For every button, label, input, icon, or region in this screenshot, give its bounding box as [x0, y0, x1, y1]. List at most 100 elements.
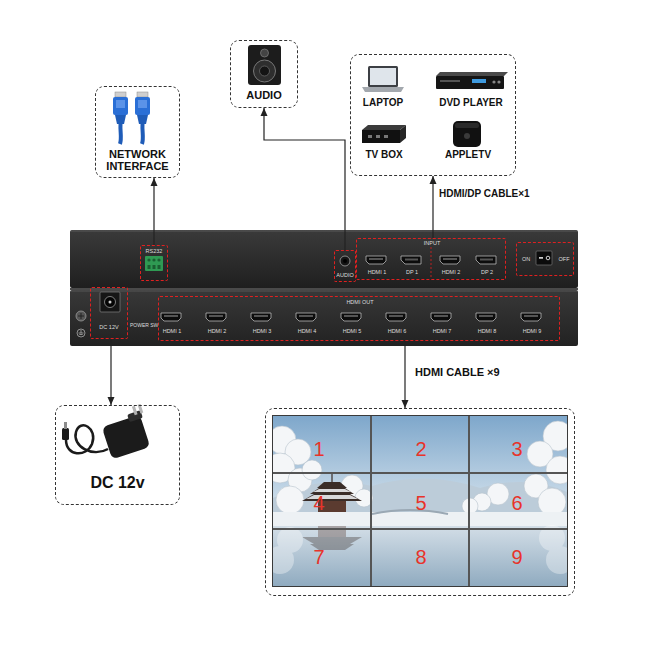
ground-screw [79, 334, 82, 335]
video-wall-picture [273, 478, 567, 528]
ground-screw [81, 313, 82, 319]
device-label: LAPTOP [353, 97, 413, 108]
speaker-icon [254, 60, 276, 82]
power-adapter-icon [102, 415, 151, 460]
cable-line [404, 341, 405, 408]
speaker-icon [248, 45, 281, 85]
laptop-icon [370, 68, 396, 85]
port-label: HDMI 9 [520, 328, 544, 334]
panel-label: INPUT [412, 240, 452, 246]
dc-jack [105, 297, 116, 308]
video-wall-picture [318, 526, 346, 538]
tv-box-icon [368, 135, 372, 138]
switch-label: OFF [556, 256, 572, 262]
video-wall-picture [370, 416, 372, 586]
ethernet-cable-icon [113, 97, 128, 115]
video-wall-picture [272, 415, 568, 587]
rs232-terminal [145, 256, 163, 271]
tv-box-icon [362, 125, 406, 130]
laptop-icon [362, 66, 404, 92]
port-label: HDMI 3 [250, 328, 274, 334]
video-wall-picture [273, 416, 567, 528]
input-ports [440, 256, 460, 264]
panel-label: POWER SW [130, 323, 158, 329]
ethernet-cable-icon [137, 115, 148, 124]
hdmi-output-ports [431, 313, 451, 321]
ethernet-cable-icon [138, 100, 147, 108]
controller-chassis [70, 290, 578, 346]
hdmi-output-ports [476, 313, 496, 321]
rs232-terminal [148, 265, 151, 269]
tv-box-icon [384, 135, 388, 138]
cable-label: HDMI/DP CABLE×1 [437, 188, 532, 200]
panel-label: HDMI OUT [330, 299, 390, 305]
device-label: NETWORK INTERFACE [99, 148, 176, 172]
dc-power-jack: DC 12V [90, 287, 128, 339]
power-adapter-box: DC 12v [55, 405, 180, 505]
dvd-player-icon [472, 79, 486, 83]
controller-chassis [71, 291, 577, 292]
input-ports [431, 247, 432, 279]
dvd-player-icon [436, 76, 504, 89]
speaker-icon [261, 49, 269, 57]
video-wall-picture [372, 510, 448, 514]
tv-box-icon [362, 125, 406, 143]
cable-line [110, 339, 111, 405]
screen-number: 2 [407, 438, 435, 460]
pagoda [302, 474, 362, 513]
rocker-switch [539, 257, 543, 258]
tv-box-icon [362, 130, 400, 143]
hdmi-output-ports [161, 313, 541, 321]
power-adapter-icon [132, 406, 138, 415]
cable-line [432, 176, 433, 238]
video-wall-picture [265, 415, 574, 587]
input-ports [401, 256, 421, 264]
apple-tv-icon [464, 133, 470, 139]
port-label: HDMI 2 [437, 269, 465, 275]
rocker-switch [546, 256, 550, 260]
controller-chassis [71, 231, 577, 232]
video-wall-picture [273, 416, 567, 586]
input-ports [476, 256, 496, 264]
device-label: APPLETV [435, 149, 501, 160]
hdmi-output-ports [521, 313, 541, 321]
ground-screw [79, 333, 84, 334]
network-box: NETWORK INTERFACE [95, 86, 180, 178]
power-adapter-icon [66, 425, 108, 453]
laptop-icon [362, 87, 404, 92]
rs232-terminal [157, 258, 160, 261]
video-wall-picture [273, 526, 567, 586]
rs232-terminal [152, 258, 155, 261]
screen-number: 1 [305, 438, 333, 460]
dvd-player-icon [436, 72, 508, 76]
screen-number: 9 [503, 546, 531, 568]
controller-chassis [70, 230, 578, 288]
arrow-head [402, 400, 409, 408]
hdmi-output-ports [251, 313, 271, 321]
audio-jack [340, 256, 350, 266]
pagoda [313, 489, 351, 492]
port-label: HDMI 5 [340, 328, 364, 334]
ethernet-cable-icon [137, 92, 148, 97]
ground-screw [76, 311, 86, 337]
video-wall-picture [302, 460, 322, 480]
port-label: HDMI 4 [295, 328, 319, 334]
hdmi-output-ports: HDMI OUTHDMI 1HDMI 2HDMI 3HDMI 4HDMI 5HD… [158, 296, 560, 341]
port-label: DP 2 [473, 269, 501, 275]
rs232-terminal [158, 265, 161, 269]
port-label: HDMI 1 [160, 328, 184, 334]
speaker-box: AUDIO [230, 40, 298, 108]
arrow-head [151, 178, 158, 186]
screen-number: 4 [305, 492, 333, 514]
hdmi-output-ports [341, 313, 361, 321]
port-label: DC 12V [91, 324, 127, 330]
audio-jack [343, 259, 347, 263]
controller-chassis [70, 288, 578, 290]
ethernet-cable-icon [135, 97, 150, 115]
device-label: DC 12v [56, 474, 179, 492]
hdmi-output-ports [161, 313, 181, 321]
dc-jack [100, 292, 120, 312]
ground-screw [76, 311, 86, 321]
controller-chassis [70, 230, 578, 346]
